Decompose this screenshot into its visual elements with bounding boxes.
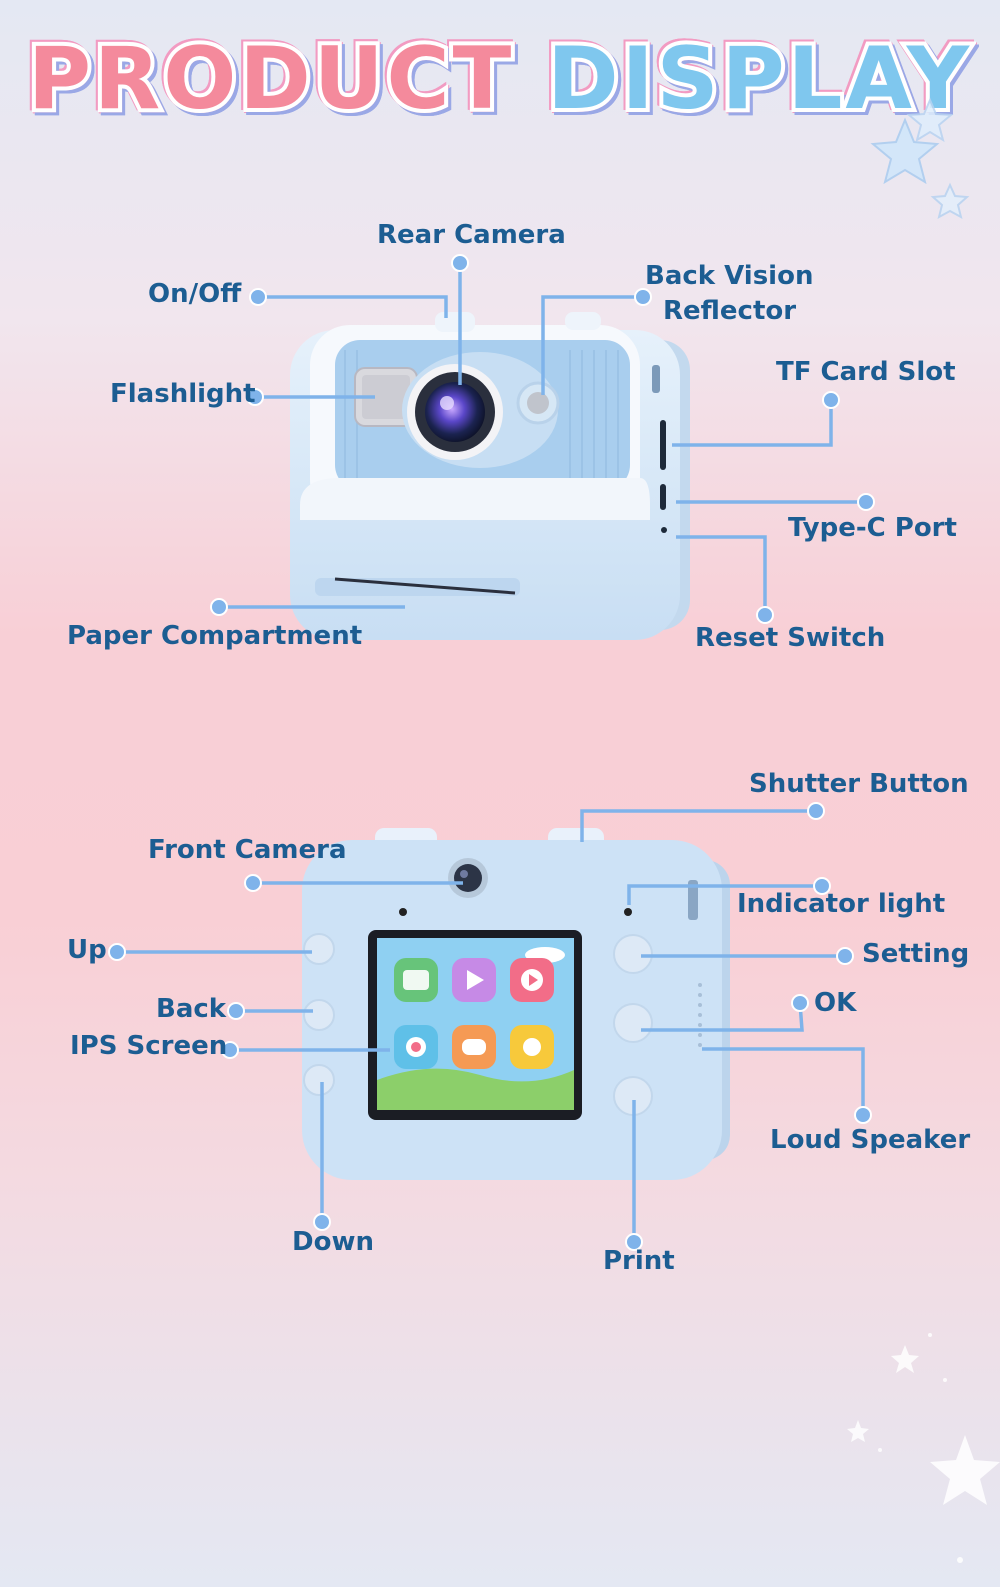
- label-on-off: On/Off: [148, 279, 242, 309]
- title-word-display: DISPLAY: [543, 25, 973, 133]
- star-icon: [847, 1420, 869, 1442]
- star-icon: [930, 182, 970, 219]
- star-icon: [870, 117, 940, 185]
- label-indicator-light: Indicator light: [737, 889, 946, 919]
- label-type-c-port: Type-C Port: [788, 513, 957, 543]
- label-rear-camera: Rear Camera: [377, 220, 566, 250]
- label-shutter-button: Shutter Button: [749, 769, 969, 799]
- label-loud-speaker: Loud Speaker: [770, 1125, 971, 1155]
- label-paper-compartment: Paper Compartment: [67, 621, 363, 651]
- label-back: Back: [156, 994, 227, 1024]
- title-word-product: PRODUCT: [24, 25, 515, 133]
- label-back-vision-line1: Back Vision: [645, 261, 814, 291]
- label-print: Print: [603, 1246, 675, 1276]
- label-up: Up: [67, 935, 107, 965]
- star-icon: [906, 97, 954, 143]
- label-tf-card-slot: TF Card Slot: [776, 357, 956, 387]
- label-ok: OK: [814, 988, 857, 1018]
- star-icon: [930, 1435, 1000, 1505]
- page-title: PRODUCT DISPLAY: [0, 25, 1000, 133]
- label-down: Down: [292, 1227, 374, 1257]
- label-reset-switch: Reset Switch: [695, 623, 886, 653]
- label-back-vision-line2: Reflector: [663, 296, 797, 326]
- label-ips-screen: IPS Screen: [70, 1031, 228, 1061]
- label-flashlight: Flashlight: [110, 379, 256, 409]
- label-front-camera: Front Camera: [148, 835, 347, 865]
- star-icon: [891, 1345, 919, 1373]
- label-setting: Setting: [862, 939, 970, 969]
